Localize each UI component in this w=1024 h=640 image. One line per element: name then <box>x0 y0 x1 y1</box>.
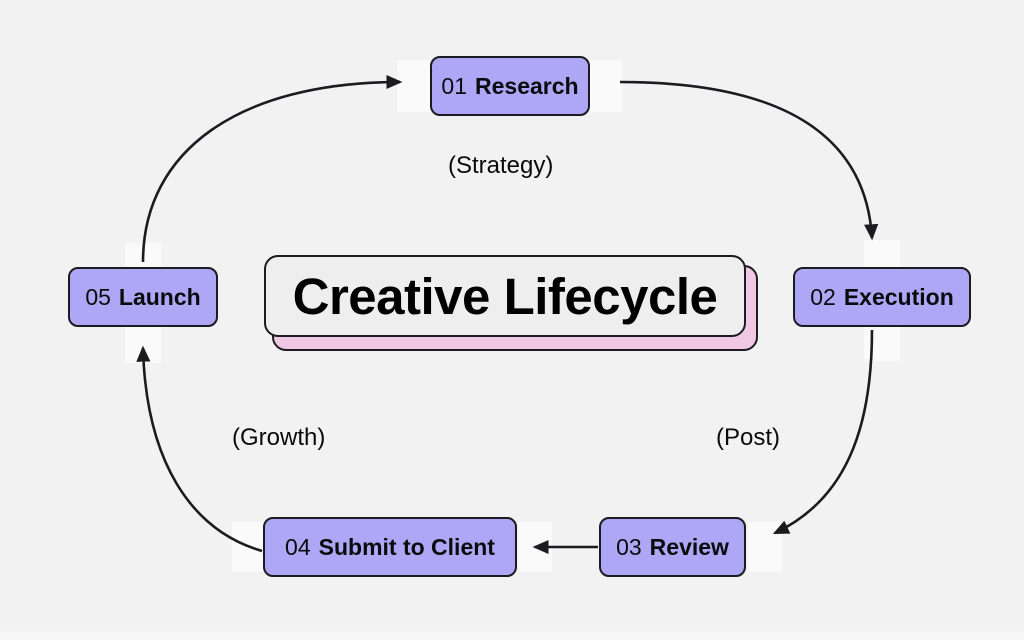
port-band-execution-bottom <box>864 327 900 361</box>
node-launch[interactable]: 05 Launch <box>68 267 218 327</box>
node-execution-label: Execution <box>843 283 954 310</box>
node-execution[interactable]: 02 Execution <box>793 267 971 327</box>
node-review-number: 03 <box>616 533 642 560</box>
node-research-label: Research <box>475 72 579 99</box>
center-card-face: Creative Lifecycle <box>264 255 746 337</box>
node-submit-number: 04 <box>285 533 311 560</box>
canvas-bottom-strip <box>0 631 1024 640</box>
node-research[interactable]: 01 Research <box>430 56 590 116</box>
port-band-review-right <box>748 522 782 572</box>
node-review-label: Review <box>649 533 729 560</box>
edge-label-post: (Post) <box>716 424 781 451</box>
node-submit-label: Submit to Client <box>318 533 495 560</box>
center-title-card: Creative Lifecycle <box>264 255 758 351</box>
port-band-submit-left <box>232 522 266 572</box>
node-research-number: 01 <box>441 72 468 99</box>
edge-label-strategy: (Strategy) <box>448 152 554 179</box>
port-band-research-right <box>586 60 622 112</box>
edge-research-to-execution <box>619 80 879 241</box>
port-band-submit-right <box>518 522 552 572</box>
node-submit-to-client[interactable]: 04 Submit to Client <box>263 517 517 577</box>
port-band-research-left <box>397 60 433 112</box>
page-title: Creative Lifecycle <box>292 267 718 325</box>
edge-label-growth: (Growth) <box>232 424 326 451</box>
node-execution-number: 02 <box>810 283 836 310</box>
port-band-execution-top <box>864 240 900 272</box>
node-launch-number: 05 <box>85 283 111 310</box>
node-review[interactable]: 03 Review <box>599 517 746 577</box>
edge-execution-to-review <box>772 329 874 535</box>
port-band-launch-bottom <box>125 325 161 363</box>
node-launch-label: Launch <box>118 283 201 310</box>
edge-launch-to-research <box>141 74 403 263</box>
